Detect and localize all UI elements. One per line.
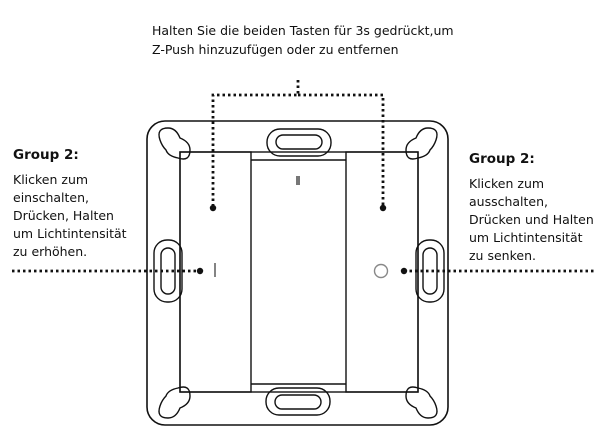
left-label-line-3: Drücken, Halten: [13, 208, 114, 223]
right-group-heading: Group 2:: [469, 151, 535, 167]
left-label-line-1: Klicken zum: [13, 172, 89, 187]
right-label-line-1: Klicken zum: [469, 176, 545, 191]
power-off-circle-icon: [373, 263, 389, 279]
top-callout-left-path: [211, 80, 300, 205]
callout-lines: [12, 80, 596, 273]
right-label-line-3: Drücken und Halten: [469, 212, 594, 227]
corner-lug-bottom-left: [158, 386, 191, 419]
right-label-line-2: ausschalten,: [469, 194, 549, 209]
instruction-line-2: Z-Push hinzuzufügen oder zu entfernen: [152, 42, 399, 57]
corner-lug-top-left: [158, 127, 191, 160]
left-button[interactable]: [179, 151, 252, 393]
left-label-line-2: einschalten,: [13, 190, 90, 205]
right-side-tab: [415, 239, 445, 303]
left-button-dot: [209, 204, 217, 212]
left-group-heading: Group 2:: [13, 147, 79, 163]
corner-lug-bottom-right: [405, 386, 438, 419]
instruction-line-1: Halten Sie die beiden Tasten für 3s gedr…: [152, 23, 454, 38]
right-button-dot: [379, 204, 387, 212]
left-label-line-4: um Lichtintensität: [13, 226, 127, 241]
led-indicator-icon: [296, 176, 300, 185]
top-callout-right-path: [298, 93, 385, 205]
left-callout-dot: [196, 267, 204, 275]
bottom-tab: [265, 387, 331, 416]
outer-frame: [146, 120, 449, 426]
right-button[interactable]: [345, 151, 419, 393]
right-label-line-4: um Lichtintensität: [469, 230, 583, 245]
corner-lug-top-right: [405, 127, 438, 160]
left-label-line-5: zu erhöhen.: [13, 244, 88, 259]
right-callout-dot: [400, 267, 408, 275]
top-tab: [266, 128, 332, 157]
right-label-line-5: zu senken.: [469, 248, 536, 263]
